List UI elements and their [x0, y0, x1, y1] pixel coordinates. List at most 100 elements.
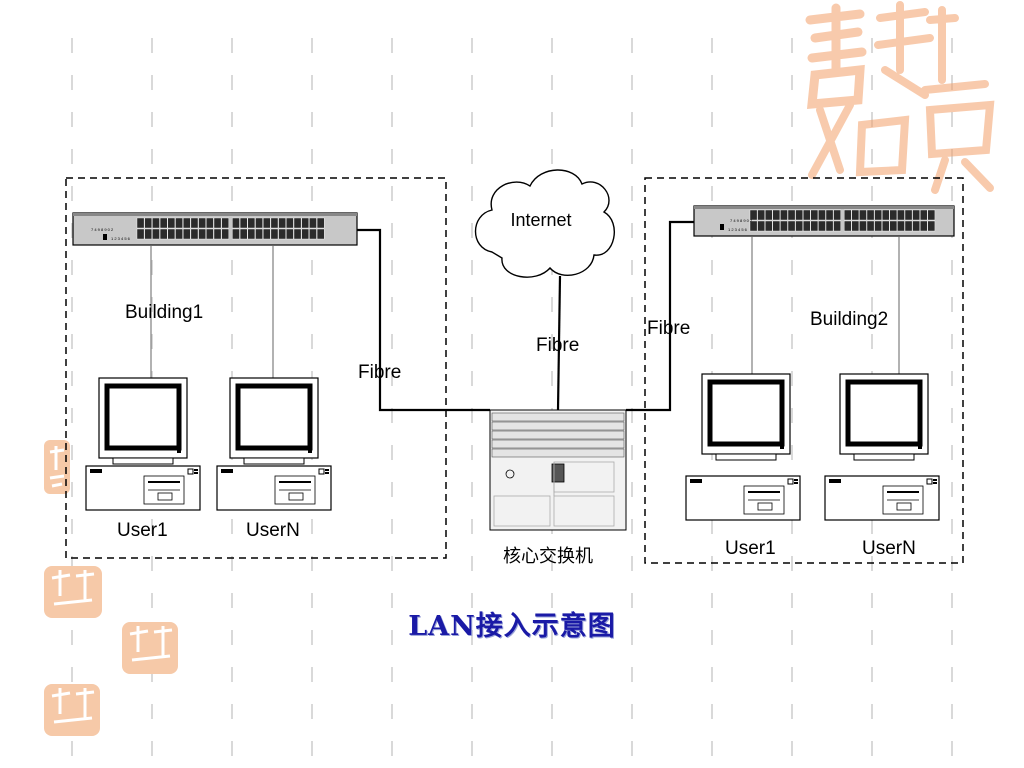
switch-port — [309, 228, 317, 240]
switch-port — [301, 228, 309, 240]
switch-ports — [749, 209, 936, 232]
watermark-large — [805, 1, 995, 194]
switch-port — [167, 228, 176, 240]
switch-port — [787, 220, 796, 232]
switch-port — [897, 220, 905, 232]
switch-port — [810, 220, 819, 232]
switch-port — [757, 209, 765, 221]
switch-port-text: 1 2 3 4 5 6 — [111, 236, 131, 241]
building2-switch: 7 4 9 8 9 0 2 1 2 3 4 5 6 — [693, 205, 955, 237]
core-switch[interactable] — [489, 409, 627, 531]
switch-port — [159, 217, 168, 229]
switch-port — [239, 217, 248, 229]
switch-port — [772, 220, 781, 232]
building1-name: Building1 — [125, 302, 203, 323]
stamp-small-2 — [44, 566, 102, 618]
switch-port — [175, 217, 183, 229]
line-card — [491, 412, 625, 422]
switch-port — [904, 209, 913, 221]
switch-port — [874, 220, 882, 232]
switch-port — [889, 209, 898, 221]
switch-port — [232, 228, 240, 240]
switch-port — [764, 209, 773, 221]
switch-port — [293, 217, 302, 229]
fibre-link-building2 — [626, 220, 694, 412]
internet-cloud: Internet — [475, 169, 615, 278]
switch-port — [833, 220, 841, 232]
switch-port — [825, 209, 834, 221]
switch-port — [927, 209, 936, 221]
building2-fibre-label: Fibre — [647, 318, 690, 339]
switch-port — [904, 220, 913, 232]
switch-port — [802, 209, 811, 221]
switch-port — [749, 209, 758, 221]
switch-port — [213, 228, 222, 240]
switch-port — [851, 209, 860, 221]
switch-port — [167, 217, 176, 229]
switch-port — [232, 217, 240, 229]
switch-port — [859, 209, 867, 221]
building1-usern-pc[interactable] — [216, 378, 332, 511]
switch-port — [239, 228, 248, 240]
switch-port — [843, 220, 852, 232]
switch-port — [152, 217, 160, 229]
building1-user1-label: User1 — [117, 520, 168, 541]
switch-port — [772, 209, 781, 221]
switch-port — [247, 217, 256, 229]
core-switch-slots — [491, 412, 625, 458]
switch-port — [866, 209, 875, 221]
switch-port — [255, 228, 263, 240]
switch-port — [881, 220, 890, 232]
switch-port — [316, 228, 325, 240]
core-switch-label: 核心交换机 — [503, 546, 593, 567]
switch-port — [159, 228, 168, 240]
building2-boundary — [644, 177, 964, 564]
switch-port — [795, 209, 803, 221]
building2-usern-pc[interactable] — [824, 374, 940, 521]
switch-port — [749, 220, 758, 232]
switch-port — [301, 217, 309, 229]
switch-port — [293, 228, 302, 240]
switch-port — [278, 228, 286, 240]
switch-port — [270, 217, 279, 229]
switch-port — [262, 228, 271, 240]
switch-port — [851, 220, 860, 232]
switch-port-text: 1 2 3 4 5 6 — [728, 227, 748, 232]
switch-port — [859, 220, 867, 232]
switch-port — [881, 209, 890, 221]
building1-usern-label: UserN — [246, 520, 300, 541]
switch-port — [316, 217, 325, 229]
switch-port — [213, 217, 222, 229]
switch-port — [866, 220, 875, 232]
line-card — [491, 430, 625, 440]
switch-port — [136, 228, 145, 240]
switch-port — [198, 228, 206, 240]
switch-port — [152, 228, 160, 240]
building2-name: Building2 — [810, 309, 888, 330]
switch-port — [144, 228, 152, 240]
switch-port — [144, 217, 152, 229]
diagram-caption: LAN接入示意图 — [408, 611, 616, 642]
switch-port — [286, 217, 294, 229]
switch-port — [843, 209, 852, 221]
switch-port — [247, 228, 256, 240]
switch-model-text: 7 4 9 8 9 0 2 — [91, 227, 114, 232]
building1-switch: 7 4 9 8 9 0 2 1 2 3 4 5 6 — [72, 212, 358, 246]
switch-port — [833, 209, 841, 221]
building2-user1-pc[interactable] — [685, 374, 801, 521]
switch-port — [874, 209, 882, 221]
switch-ports — [136, 217, 325, 240]
switch-port — [802, 220, 811, 232]
switch-port — [927, 220, 936, 232]
uplink-fibre-label: Fibre — [536, 335, 579, 356]
switch-port — [182, 217, 191, 229]
switch-port — [780, 209, 788, 221]
building1-user1-pc[interactable] — [85, 378, 201, 511]
stamp-small-3 — [122, 622, 178, 674]
switch-port — [190, 217, 199, 229]
switch-port — [190, 228, 199, 240]
switch-port — [787, 209, 796, 221]
switch-port — [795, 220, 803, 232]
building2-usern-label: UserN — [862, 538, 916, 559]
